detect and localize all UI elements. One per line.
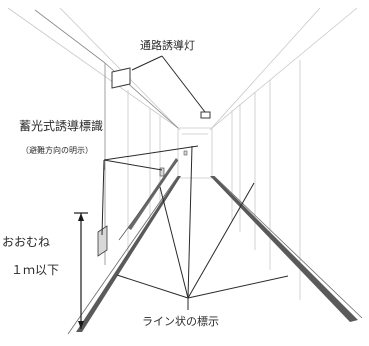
floor-line-marking-right [210,175,363,322]
path-guide-light [111,67,131,89]
height-label-line1: おおむね [2,235,51,249]
luminous-guide-sign-label: 蓄光式誘導標識 [19,119,104,133]
luminous-guide-sign [97,225,108,257]
ceiling-light [200,111,211,119]
luminous-sign-leaders [101,145,199,236]
floor-line-marking-left [67,175,181,335]
path-light-leader [131,55,206,113]
line-marking-label: ライン状の標示 [142,315,219,328]
path-guide-light-label: 通路誘導灯 [140,39,195,52]
small-sign-far [183,150,188,156]
evacuation-direction-label: （避難方向の明示） [21,146,93,155]
line-marking-leaders [116,145,289,299]
small-sign-mid [159,167,165,177]
height-dimension-arrow [74,212,88,329]
wall-line-marking [118,158,179,241]
height-label-line2: １ｍ以下 [11,263,60,277]
